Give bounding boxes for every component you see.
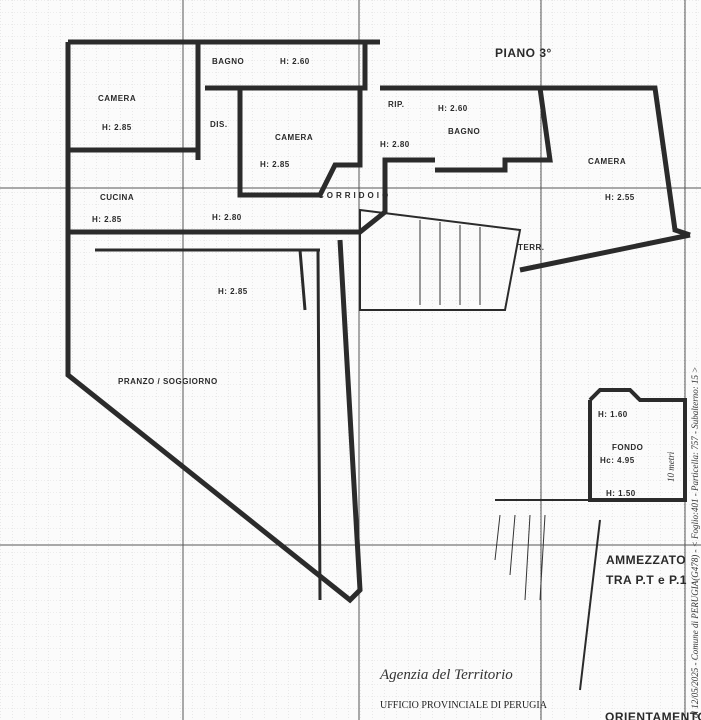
room-label: BAGNO <box>448 127 481 136</box>
room-label: CUCINA <box>100 193 135 202</box>
office-label: UFFICIO PROVINCIALE DI PERUGIA <box>380 700 547 711</box>
room-height: H: 2.85 <box>92 215 122 224</box>
room-height: H: 2.85 <box>218 287 248 296</box>
room-label: CAMERA <box>588 157 627 166</box>
mezzanine-room-label: FONDO <box>612 443 644 452</box>
room-height: H: 2.85 <box>102 123 132 132</box>
scale-label: 10 metri <box>666 451 676 482</box>
margin-document-info: al 12/05/2025 - Comune di PERUGIA(G478) … <box>690 366 700 718</box>
agency-signature: Agenzia del Territorio <box>380 667 513 683</box>
room-label: DIS. <box>210 120 228 129</box>
room-label: CORRIDOIO <box>318 191 392 200</box>
mezzanine-title: AMMEZZATO <box>606 553 687 567</box>
room-height: H: 2.55 <box>605 193 635 202</box>
room-label: CAMERA <box>98 94 137 103</box>
room-label: PRANZO / SOGGIORNO <box>118 377 218 386</box>
floor-title: PIANO 3° <box>495 46 552 60</box>
room-label: RIP. <box>388 100 405 109</box>
mezzanine-height-bottom: H: 1.50 <box>606 489 636 498</box>
stair-treads <box>419 220 546 601</box>
room-height: H: 2.60 <box>280 57 310 66</box>
room-height: H: 2.85 <box>260 160 290 169</box>
room-height: H: 2.60 <box>438 104 468 113</box>
mezzanine-height-top: H: 1.60 <box>598 410 628 419</box>
mezzanine-subtitle: TRA P.T e P.1 <box>606 573 687 587</box>
room-height: H: 2.80 <box>212 213 242 222</box>
orientation-label: ORIENTAMENTO <box>605 710 701 720</box>
room-label: BAGNO <box>212 57 245 66</box>
room-height: H: 2.80 <box>380 140 410 149</box>
mezzanine-height-mid: Hc: 4.95 <box>600 456 635 465</box>
room-label: CAMERA <box>275 133 314 142</box>
room-label: TERR. <box>518 243 545 252</box>
walls <box>65 39 691 691</box>
